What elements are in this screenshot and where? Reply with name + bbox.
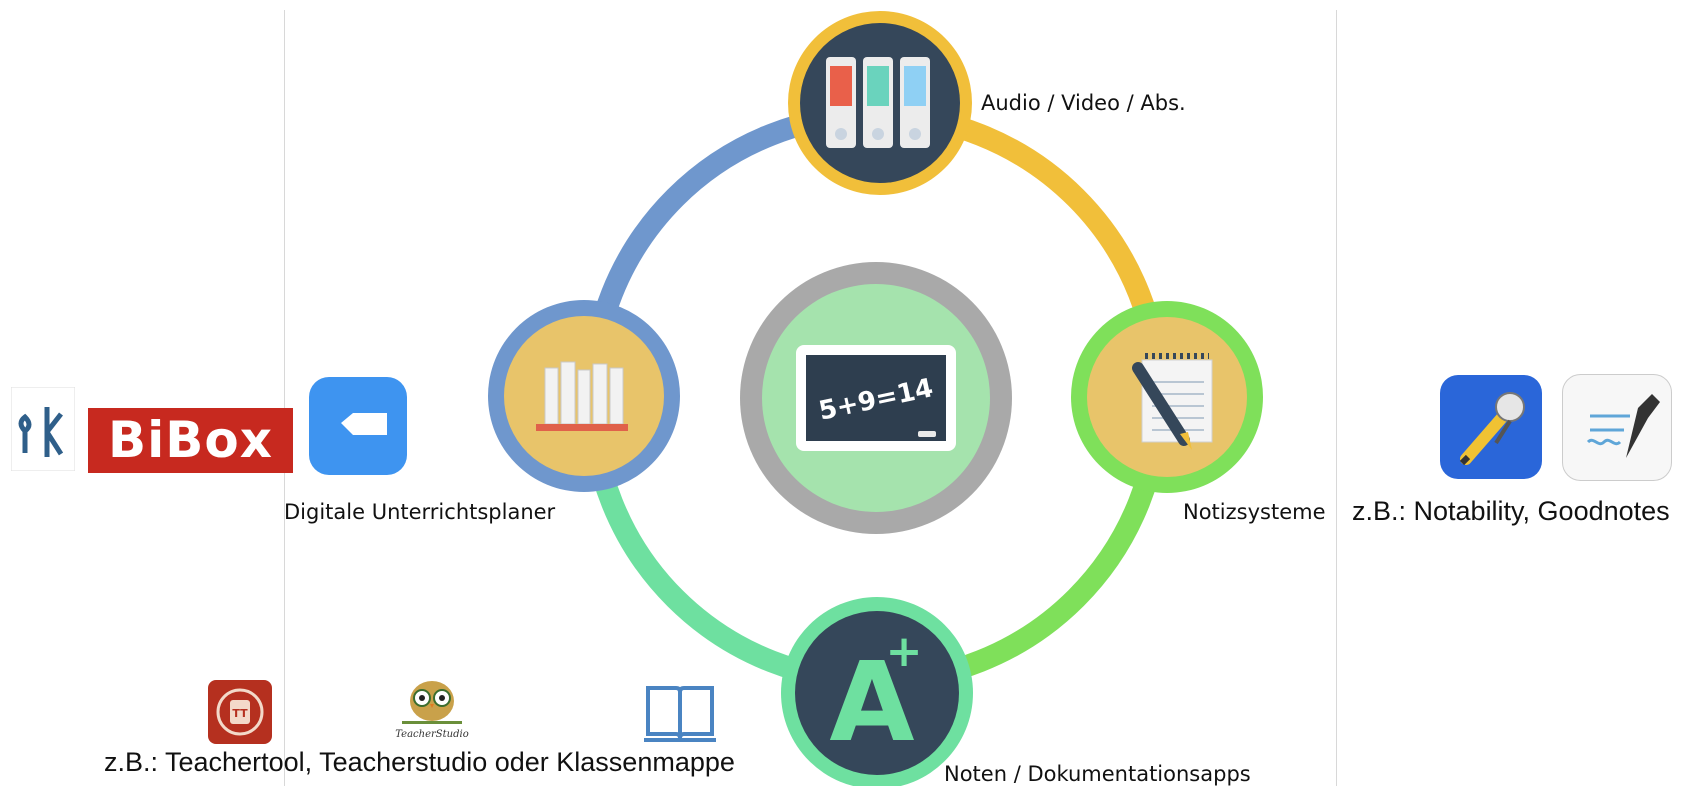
notability-app-icon	[1440, 375, 1542, 479]
label-digitale-unterrichtsplaner: Digitale Unterrichtsplaner	[284, 500, 556, 524]
bottom-node-grade: A +	[781, 597, 973, 786]
label-example-notes: z.B.: Notability, Goodnotes	[1352, 496, 1670, 526]
bookshelf-icon	[536, 361, 628, 431]
top-node-binders	[788, 11, 972, 195]
label-example-planer: z.B.: Teachertool, Teacherstudio oder Kl…	[104, 747, 735, 777]
svg-text:TeacherStudio: TeacherStudio	[395, 729, 468, 740]
label-notizsysteme: Notizsysteme	[1183, 500, 1326, 524]
label-noten-dokumentation: Noten / Dokumentationsapps	[944, 762, 1251, 786]
notepad-pencil-icon	[1132, 353, 1213, 450]
right-node-notes	[1071, 301, 1263, 493]
teachertool-app-icon: TT	[208, 680, 272, 744]
svg-text:TT: TT	[232, 707, 248, 720]
grade-a-plus-icon: A	[829, 638, 914, 766]
goodnotes-app-icon	[1562, 374, 1672, 481]
left-node-books	[488, 300, 680, 492]
grade-plus-sign: +	[886, 626, 923, 677]
right-divider	[1336, 10, 1337, 786]
klassenmappe-book-icon	[640, 680, 720, 744]
left-divider	[284, 10, 285, 786]
center-node: 5+9=14	[740, 262, 1012, 534]
klett-logo	[11, 387, 75, 471]
binders-icon	[826, 57, 930, 148]
label-audio-video: Audio / Video / Abs.	[981, 91, 1186, 115]
teacherstudio-owl-icon: TeacherStudio	[395, 681, 469, 740]
blue-tag-app-icon	[309, 377, 407, 475]
bibox-logo: BiBox	[88, 408, 293, 473]
